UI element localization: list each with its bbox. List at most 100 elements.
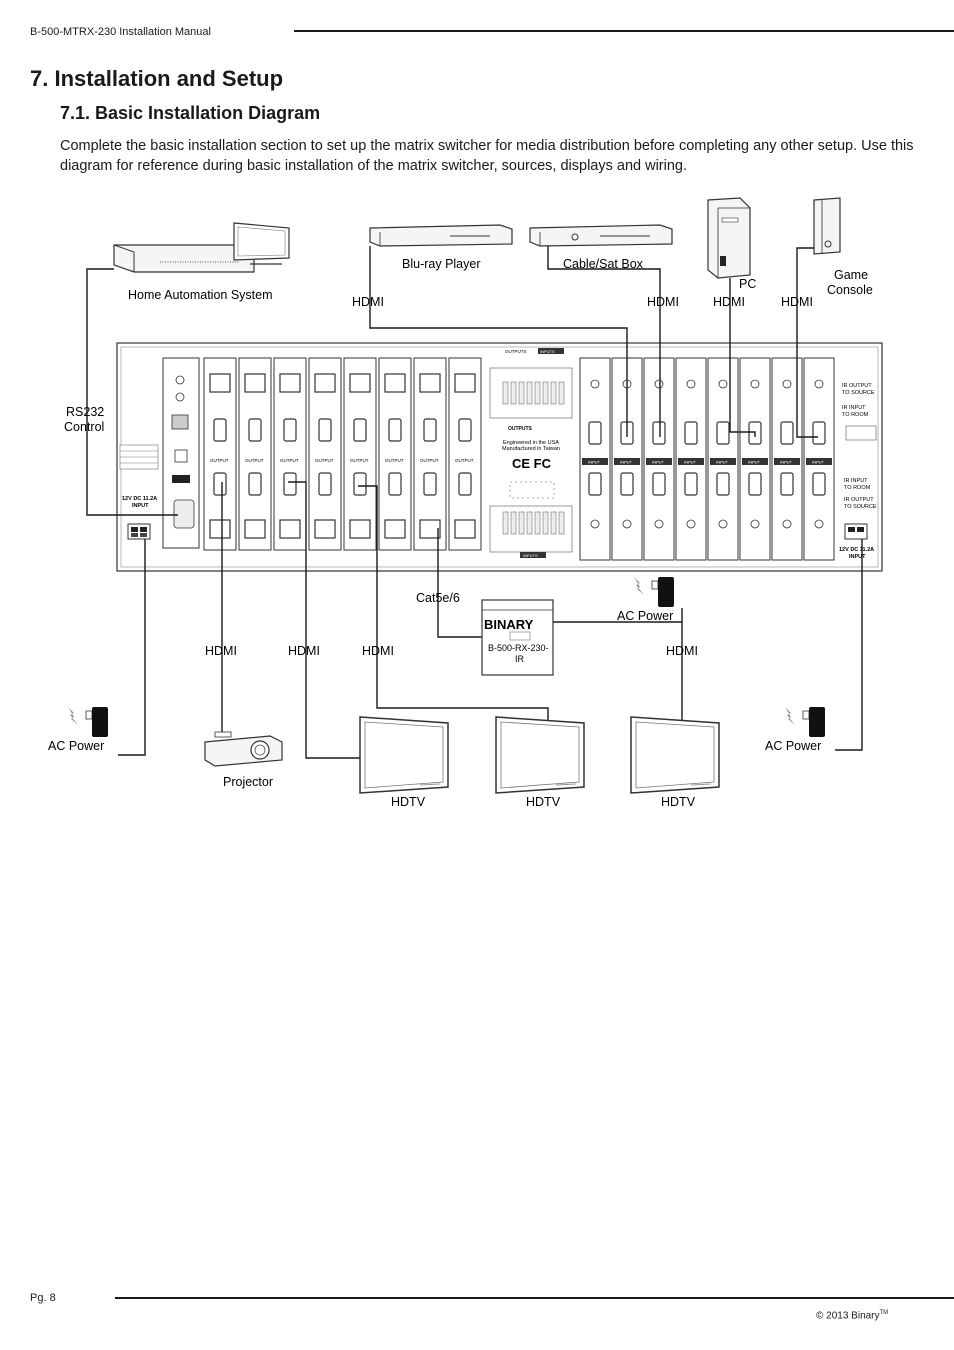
cat5-label: Cat5e/6 (416, 591, 460, 605)
hdmi-port-bottom (353, 472, 367, 496)
dip-switch (550, 511, 557, 535)
ir-output-label-3: IR OUTPUT (844, 497, 874, 503)
link-port-bottom (279, 519, 301, 539)
ir-input-label-2: TO ROOM (842, 412, 869, 418)
hdmi-port-bottom (318, 472, 332, 496)
ir-input-label-4: TO ROOM (844, 485, 871, 491)
receiver-label-1: B-500-RX-230- (488, 643, 549, 653)
projector-label: Projector (223, 775, 273, 789)
input-port-label: INPUT (684, 460, 697, 465)
ir-jack-top (814, 379, 824, 389)
hdmi-input-bottom (812, 472, 826, 496)
input-column: INPUT (643, 357, 675, 561)
link-port-top (279, 373, 301, 393)
hdmi-port-bottom (283, 472, 297, 496)
input-column: INPUT (803, 357, 835, 561)
ir-jack-bottom (782, 519, 792, 529)
output-port-label: OUTPUT (210, 458, 229, 463)
hdmi-label-bluray: HDMI (352, 295, 384, 309)
inputs-header-label: INPUTS (540, 349, 555, 354)
output-port-label: OUTPUT (385, 458, 404, 463)
ir-jack-top (654, 379, 664, 389)
game-console-label-2: Console (827, 283, 873, 297)
input-label-bar (646, 458, 672, 465)
subsection-title: 7.1. Basic Installation Diagram (60, 103, 321, 123)
input-column: INPUT (579, 357, 611, 561)
cables (86, 246, 863, 759)
dip-switch (534, 381, 541, 405)
manual-title: B-500-MTRX-230 Installation Manual (30, 26, 211, 38)
input-port-label: INPUT (812, 460, 825, 465)
ac-power-label-receiver: AC Power (617, 609, 673, 623)
ac-power-left (67, 706, 109, 738)
ac-power-receiver (633, 576, 675, 608)
input-port-label: INPUT (620, 460, 633, 465)
input-column: INPUT (611, 357, 643, 561)
hdmi-label-pc: HDMI (713, 295, 745, 309)
ir-jack-bottom (686, 519, 696, 529)
input-port-label: INPUT (652, 460, 665, 465)
output-column: OUTPUT (413, 357, 447, 551)
ir-output-label-4: TO SOURCE (844, 504, 877, 510)
input-port-label: INPUT (588, 460, 601, 465)
made-in-usa-label: Engineered in the USA (503, 440, 559, 446)
dip-switch (510, 381, 517, 405)
input-port-label: INPUT (780, 460, 793, 465)
ir-output-label-2: TO SOURCE (842, 390, 875, 396)
hdmi-port-top (423, 418, 437, 442)
ac-power-label-left: AC Power (48, 739, 104, 753)
hdmi-port-bottom (248, 472, 262, 496)
hdtv-label-1: HDTV (391, 795, 426, 809)
input-label-bar (614, 458, 640, 465)
installation-diagram: Home Automation System Blu-ray Player Ca… (48, 197, 883, 809)
page-number: Pg. 8 (30, 1292, 56, 1304)
input-port-label: INPUT (748, 460, 761, 465)
output-column: OUTPUT (448, 357, 482, 551)
input-column: INPUT (675, 357, 707, 561)
output-column: OUTPUT (238, 357, 272, 551)
hdmi-input-bottom (716, 472, 730, 496)
link-port-bottom (244, 519, 266, 539)
hdmi-label-projector: HDMI (205, 644, 237, 658)
ac-power-label-right: AC Power (765, 739, 821, 753)
input-column: INPUT (739, 357, 771, 561)
hdmi-label-hdtv3: HDMI (666, 644, 698, 658)
dip-switch (542, 381, 549, 405)
hdtv-label-3: HDTV (661, 795, 696, 809)
pc-tower (707, 197, 751, 279)
hdmi-label-hdtv2: HDMI (362, 644, 394, 658)
power-label-right-2: INPUT (849, 554, 866, 560)
ir-jack-bottom (718, 519, 728, 529)
hdmi-input-bottom (652, 472, 666, 496)
ir-jack-top (718, 379, 728, 389)
outputs-header-label: OUTPUTS (505, 349, 527, 354)
hdmi-port-top (248, 418, 262, 442)
dip-switch (518, 511, 525, 535)
hdmi-input-bottom (588, 472, 602, 496)
cable-sat-label: Cable/Sat Box (563, 257, 644, 271)
input-label-bar (742, 458, 768, 465)
copyright: © 2013 BinaryTM (816, 1310, 888, 1321)
dip-switch (502, 511, 509, 535)
rs232-label-1: RS232 (66, 405, 104, 419)
output-column: OUTPUT (308, 357, 342, 551)
dip-switch (526, 381, 533, 405)
output-column: OUTPUT (203, 357, 237, 551)
inputs-footer-label: INPUTS (523, 553, 538, 558)
link-port-top (454, 373, 476, 393)
link-port-top (314, 373, 336, 393)
link-port-bottom (384, 519, 406, 539)
dip-switch (558, 381, 565, 405)
output-port-label: OUTPUT (280, 458, 299, 463)
section-title: 7. Installation and Setup (30, 66, 284, 91)
link-port-bottom (209, 519, 231, 539)
bluray-label: Blu-ray Player (402, 257, 481, 271)
power-label-left-1: 12V DC 11.2A (122, 496, 157, 502)
ir-jack-bottom (590, 519, 600, 529)
input-label-bar (774, 458, 800, 465)
input-label-bar (710, 458, 736, 465)
bluray-player (369, 224, 513, 247)
input-label-bar (582, 458, 608, 465)
pc-label: PC (739, 277, 756, 291)
